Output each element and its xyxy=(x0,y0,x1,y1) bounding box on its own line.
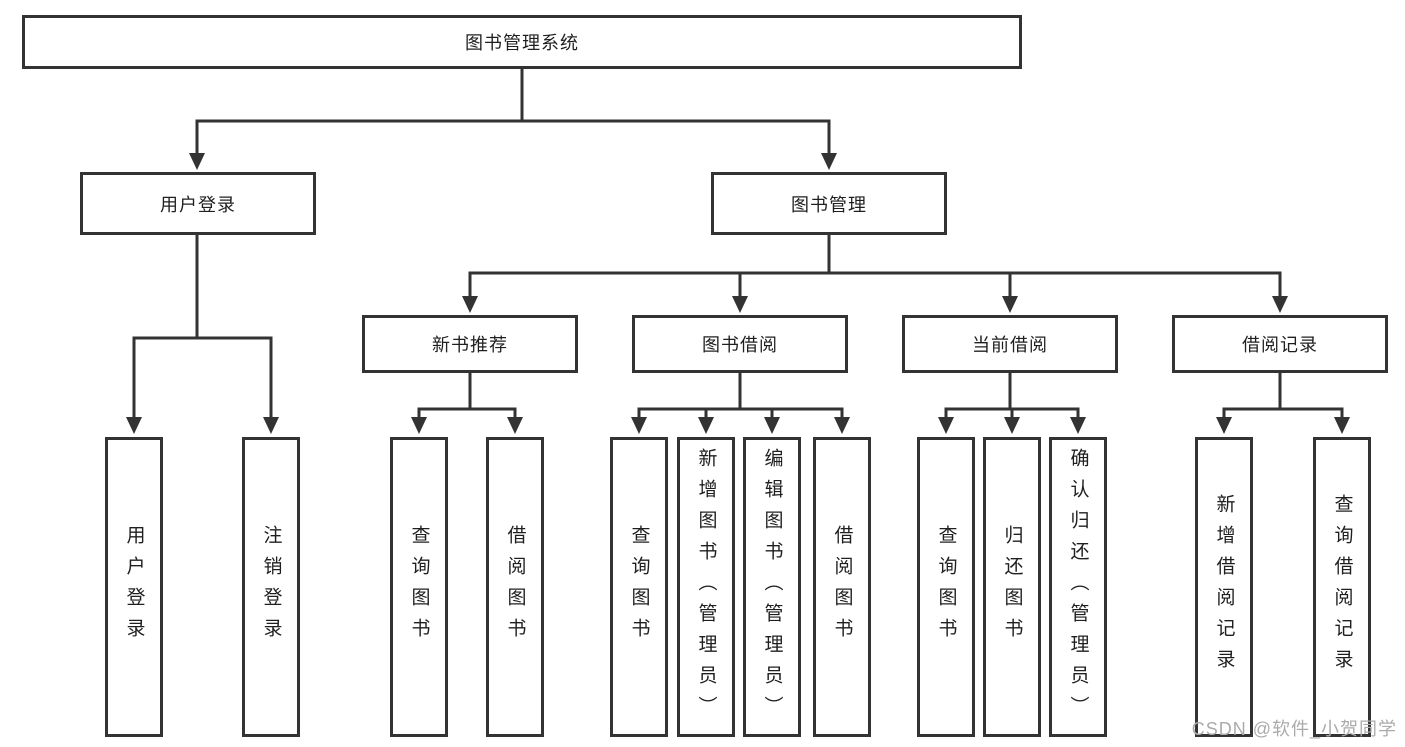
leaf-user-login-label: 用户登录 xyxy=(123,525,145,649)
node-book-management-label: 图书管理 xyxy=(791,194,867,215)
leaf-confirm-return-admin: 确认归还（管理员） xyxy=(1049,437,1107,737)
node-current-borrow: 当前借阅 xyxy=(902,315,1118,373)
node-book-borrow: 图书借阅 xyxy=(632,315,848,373)
csdn-watermark: CSDN @软件_小贺同学 xyxy=(1191,719,1397,739)
leaf-return-books: 归还图书 xyxy=(983,437,1041,737)
leaf-query-borrow-record-label: 查询借阅记录 xyxy=(1331,494,1353,680)
leaf-borrow-books: 借阅图书 xyxy=(813,437,871,737)
leaf-borrow-books-label: 借阅图书 xyxy=(831,525,853,649)
node-book-management: 图书管理 xyxy=(711,172,947,235)
leaf-borrow-books-recommend: 借阅图书 xyxy=(486,437,544,737)
leaf-borrow-books-recommend-label: 借阅图书 xyxy=(504,525,526,649)
node-borrow-records-label: 借阅记录 xyxy=(1242,335,1318,355)
leaf-logout: 注销登录 xyxy=(242,437,300,737)
node-library-system-label: 图书管理系统 xyxy=(465,33,579,53)
node-borrow-records: 借阅记录 xyxy=(1172,315,1388,373)
leaf-query-borrow-record: 查询借阅记录 xyxy=(1313,437,1371,737)
leaf-query-books-current-label: 查询图书 xyxy=(935,525,957,649)
node-user-login: 用户登录 xyxy=(80,172,316,235)
node-library-system: 图书管理系统 xyxy=(22,15,1022,69)
leaf-query-books-recommend: 查询图书 xyxy=(390,437,448,737)
leaf-edit-books-admin: 编辑图书（管理员） xyxy=(743,437,801,737)
leaf-add-borrow-record: 新增借阅记录 xyxy=(1195,437,1253,737)
node-book-borrow-label: 图书借阅 xyxy=(702,335,778,355)
leaf-user-login: 用户登录 xyxy=(105,437,163,737)
leaf-add-books-admin: 新增图书（管理员） xyxy=(677,437,735,737)
node-user-login-label: 用户登录 xyxy=(160,194,236,215)
leaf-query-books-borrow-label: 查询图书 xyxy=(628,525,650,649)
leaf-edit-books-admin-label: 编辑图书（管理员） xyxy=(761,447,783,727)
leaf-query-books-borrow: 查询图书 xyxy=(610,437,668,737)
leaf-confirm-return-admin-label: 确认归还（管理员） xyxy=(1067,447,1089,727)
leaf-query-books-current: 查询图书 xyxy=(917,437,975,737)
node-new-book-recommend: 新书推荐 xyxy=(362,315,578,373)
leaf-logout-label: 注销登录 xyxy=(260,525,282,649)
leaf-return-books-label: 归还图书 xyxy=(1001,525,1023,649)
node-current-borrow-label: 当前借阅 xyxy=(972,335,1048,355)
arrowheads xyxy=(126,153,1350,434)
leaf-add-borrow-record-label: 新增借阅记录 xyxy=(1213,494,1235,680)
leaf-query-books-recommend-label: 查询图书 xyxy=(408,525,430,649)
leaf-add-books-admin-label: 新增图书（管理员） xyxy=(695,447,717,727)
node-new-book-recommend-label: 新书推荐 xyxy=(432,335,508,355)
